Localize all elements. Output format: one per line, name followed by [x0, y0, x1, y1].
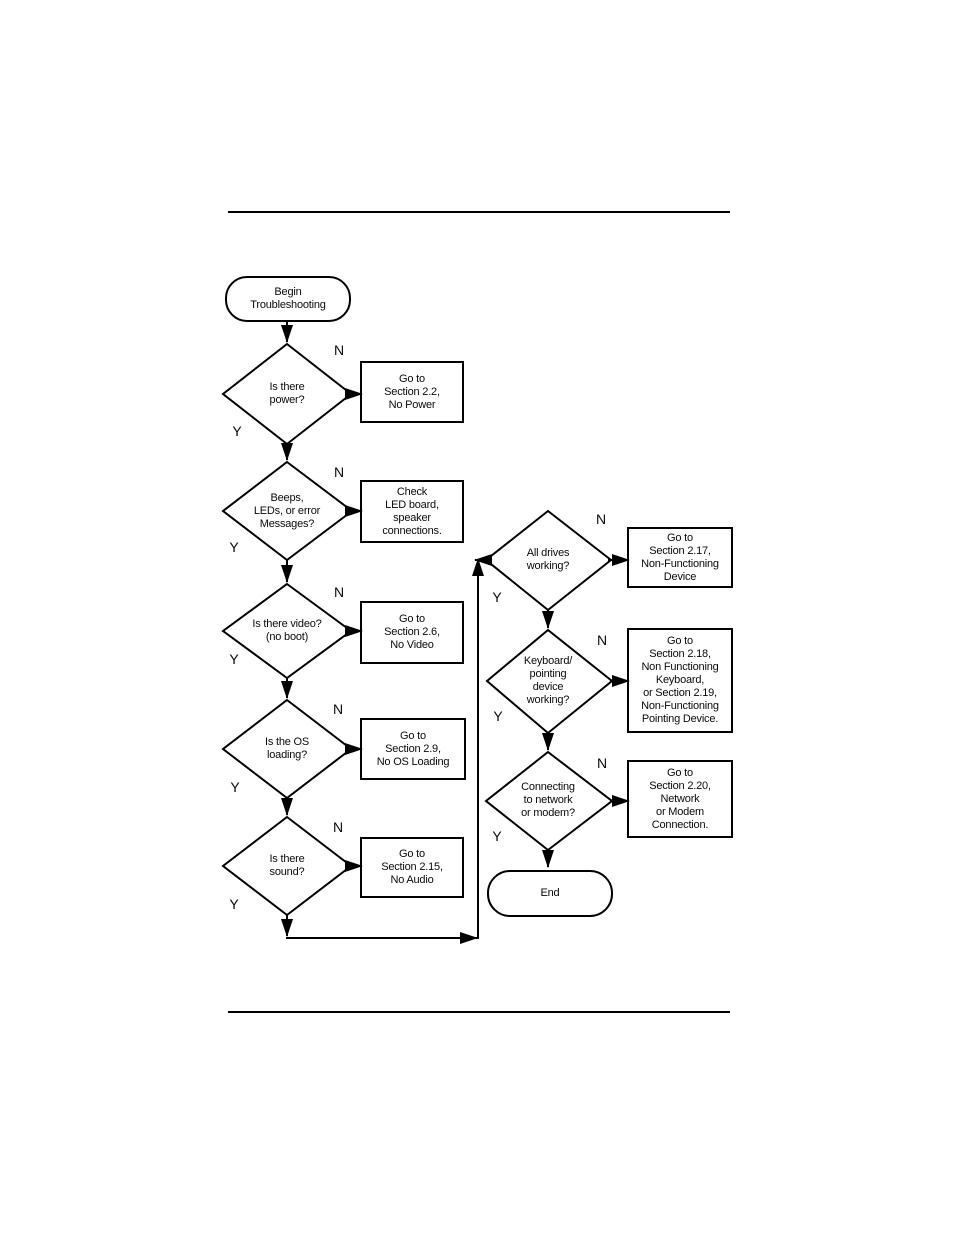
yes-label-beeps: Y	[229, 539, 239, 555]
action-no-os-loading-label: Go to Section 2.9, No OS Loading	[376, 729, 450, 768]
no-label-video: N	[333, 584, 345, 600]
no-label-sound: N	[332, 819, 344, 835]
decision-keyboard-pointing-label: Keyboard/ pointing device working?	[523, 655, 573, 706]
action-no-audio-label: Go to Section 2.15, No Audio	[381, 848, 443, 886]
no-label-os: N	[332, 701, 344, 717]
end-terminal-label: End	[540, 887, 560, 899]
yes-label-network: Y	[492, 828, 502, 844]
action-keyboard-pointing-sections-label: Go to Section 2.18, Non Functioning Keyb…	[641, 635, 719, 725]
yes-label-os: Y	[230, 779, 240, 795]
top-rule	[228, 211, 730, 213]
decision-beeps-leds-label: Beeps, LEDs, or error Messages?	[253, 492, 321, 530]
yes-label-keyboard: Y	[493, 708, 503, 724]
start-terminal: Begin Troubleshooting	[225, 276, 351, 322]
bottom-rule	[228, 1011, 730, 1013]
start-terminal-label: Begin Troubleshooting	[250, 286, 326, 311]
decision-sound-label: Is there sound?	[269, 853, 305, 878]
yes-label-video: Y	[229, 651, 239, 667]
yes-label-sound: Y	[229, 896, 239, 912]
action-check-led-board-label: Check LED board, speaker connections.	[382, 485, 442, 537]
yes-label-drives: Y	[492, 589, 502, 605]
action-network-modem-connection: Go to Section 2.20, Network or Modem Con…	[627, 760, 733, 838]
no-label-beeps: N	[333, 464, 345, 480]
end-terminal: End	[487, 870, 613, 917]
action-check-led-board: Check LED board, speaker connections.	[360, 480, 464, 543]
no-label-power: N	[333, 342, 345, 358]
no-label-network: N	[596, 755, 608, 771]
action-no-power-label: Go to Section 2.2, No Power	[384, 372, 440, 411]
action-non-functioning-device: Go to Section 2.17, Non-Functioning Devi…	[627, 527, 733, 588]
decision-os-loading-label: Is the OS loading?	[264, 736, 310, 761]
action-no-audio: Go to Section 2.15, No Audio	[360, 837, 464, 898]
no-label-drives: N	[595, 511, 607, 527]
no-label-keyboard: N	[596, 632, 608, 648]
decision-video-label: Is there video? (no boot)	[252, 618, 322, 643]
decision-network-modem-label: Connecting to network or modem?	[521, 781, 575, 819]
decision-power-label: Is there power?	[269, 381, 305, 406]
action-non-functioning-device-label: Go to Section 2.17, Non-Functioning Devi…	[641, 531, 719, 583]
action-no-power: Go to Section 2.2, No Power	[360, 361, 464, 423]
action-no-os-loading: Go to Section 2.9, No OS Loading	[360, 718, 466, 780]
yes-label-power: Y	[232, 423, 242, 439]
action-network-modem-connection-label: Go to Section 2.20, Network or Modem Con…	[649, 766, 711, 831]
action-no-video-label: Go to Section 2.6, No Video	[384, 613, 440, 651]
action-keyboard-pointing-sections: Go to Section 2.18, Non Functioning Keyb…	[627, 628, 733, 733]
decision-drives-label: All drives working?	[526, 547, 570, 572]
action-no-video: Go to Section 2.6, No Video	[360, 601, 464, 664]
